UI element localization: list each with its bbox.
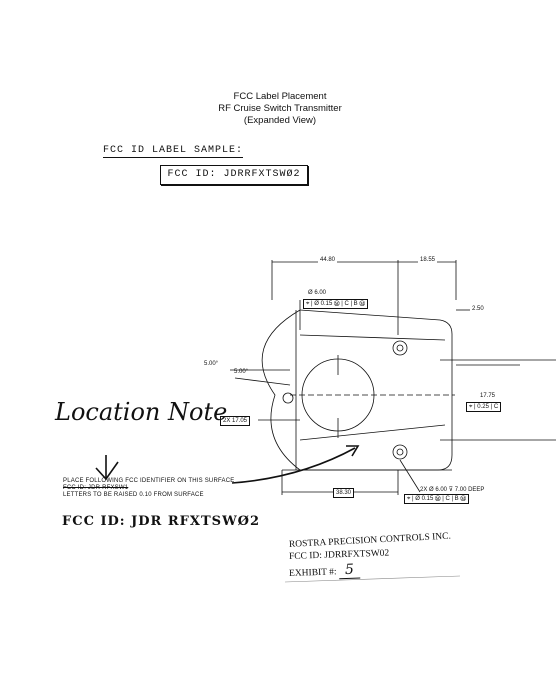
hole-bottom-inner [396,448,404,456]
note-line-3: LETTERS TO BE RAISED 0.10 FROM SURFACE [63,492,204,498]
surface-arrow [231,447,356,484]
dim-5-00-a: 5.00° [204,361,219,367]
title-line-1: FCC Label Placement [233,91,327,102]
exhibit-label: EXHIBIT #: [288,567,337,579]
slant-lower [299,424,446,441]
title-line-2: RF Cruise Switch Transmitter [218,103,342,114]
body-arc-left [261,309,301,471]
dim-38-30: 38.30 [333,488,355,498]
dim-2x-17-05: 2X 17.05 [220,416,251,426]
dim-2-50: 2.50 [472,306,484,312]
body-outline [299,309,453,471]
sample-heading: FCC ID LABEL SAMPLE: [103,145,244,158]
tolerance-frame-top: ⌖ | Ø 0.15 Ⓜ | C | B Ⓜ [303,299,368,309]
hole-bottom [392,444,408,460]
hole-top-inner [396,344,404,352]
exhibit-number: 5 [338,561,361,580]
hole-top [392,340,408,356]
dim-5-00-b: 5.00° [234,369,249,375]
exhibit-rule [284,575,461,583]
tolerance-frame-right: ⌖ | 0.25 | C [466,402,502,412]
exhibit-number-row: EXHIBIT #: 5 [288,561,361,580]
dim-44-80: 44.80 [318,257,338,263]
surface-arrowhead [346,445,360,457]
dim-17-75: 17.75 [480,393,496,399]
location-note-title: Location Note [55,398,228,426]
note-line-1: PLACE FOLLOWING FCC IDENTIFIER ON THIS S… [63,478,235,484]
hole-callout-bottom: 2X Ø 6.00 ⊽ 7.00 DEEP [420,487,485,493]
note-line-2-struck: FCC ID: JDR RFXSW1 [63,485,129,491]
tolerance-frame-bottom: ⌖ | Ø 0.15 Ⓜ | C | B Ⓜ [404,494,469,504]
down-arrowhead [95,461,119,481]
hole-callout-top: Ø 6.00 [308,290,327,296]
slant-upper [299,334,446,341]
dim-18-55: 18.55 [418,257,438,263]
leader-bottom [399,459,421,493]
handwritten-fcc-id: FCC ID: JDR RFXTSWØ2 [62,514,261,529]
ext-5b [234,377,291,386]
title-line-3: (Expanded View) [243,115,317,126]
hole-left [282,392,294,404]
fcc-label-sample: FCC ID: JDRRFXTSWØ2 [160,165,308,185]
